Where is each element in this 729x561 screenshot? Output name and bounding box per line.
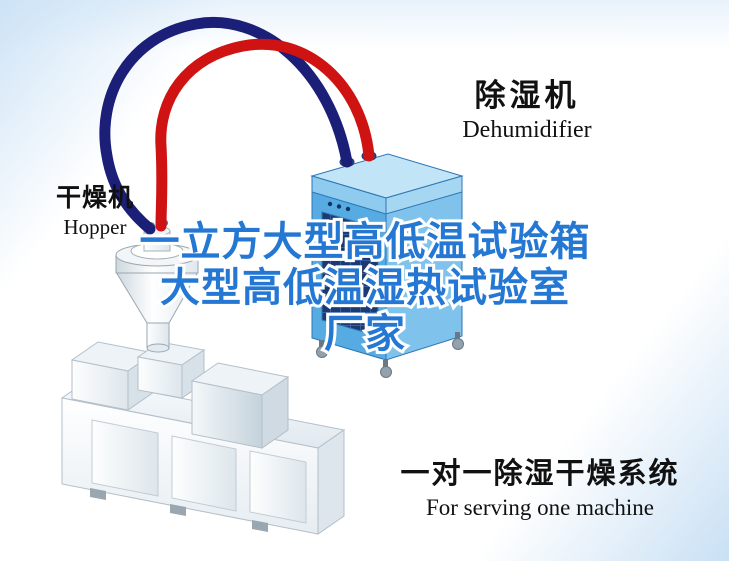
- dehumidifier-label: 除湿机 Dehumidifier: [438, 70, 616, 144]
- footer-caption-en: For serving one machine: [425, 495, 655, 520]
- machine-mid-unit: [190, 362, 290, 449]
- extruder-machine: [60, 341, 346, 535]
- machine-panel: [249, 450, 307, 524]
- hopper-label: 干燥机 Hopper: [36, 178, 154, 240]
- dehumidifier-cabinet: [310, 151, 464, 378]
- footer-caption: 一对一除湿干燥系统 For serving one machine: [385, 450, 695, 521]
- control-button: [336, 204, 342, 209]
- machine-panel: [91, 419, 159, 497]
- headline-line3: 厂家: [321, 309, 408, 359]
- machine-left-unit: [70, 341, 156, 411]
- machine-panel: [171, 435, 237, 512]
- dehumidifier-label-en: Dehumidifier: [462, 117, 592, 143]
- machine-foot: [252, 520, 268, 532]
- headline-line1: 一立方大型高低温试验箱: [137, 217, 593, 267]
- control-button: [345, 206, 351, 212]
- caster-wheels: [316, 332, 464, 378]
- control-button: [327, 201, 333, 207]
- red-hose: [155, 38, 375, 232]
- machine-foot: [90, 488, 106, 500]
- dehumidifier-label-zh: 除湿机: [474, 78, 580, 113]
- headline-line2: 大型高低温湿热试验室: [157, 263, 572, 313]
- machine-foot: [170, 504, 186, 516]
- hopper-funnel: [115, 219, 199, 353]
- footer-caption-zh: 一对一除湿干燥系统: [400, 458, 680, 490]
- navy-hose: [99, 17, 353, 235]
- hopper-label-en: Hopper: [63, 215, 127, 239]
- headline: 一立方大型高低温试验箱 大型高低温湿热试验室 厂家: [60, 217, 670, 359]
- hopper-label-zh: 干燥机: [55, 184, 134, 212]
